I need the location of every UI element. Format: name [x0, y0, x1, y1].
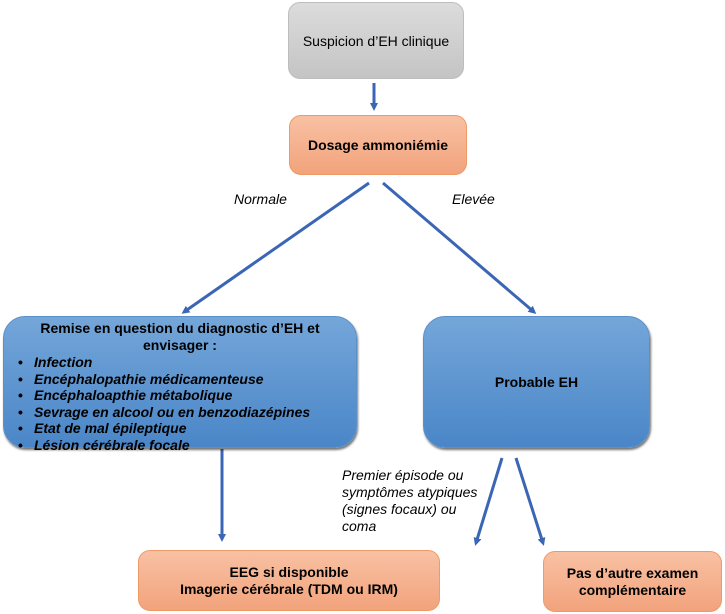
- node-suspicion-label: Suspicion d’EH clinique: [302, 32, 450, 49]
- node-probable-label: Probable EH: [494, 374, 579, 390]
- node-eeg-line2: Imagerie cérébrale (TDM ou IRM): [180, 580, 398, 597]
- list-item: Encéphalopathie médicamenteuse: [4, 371, 310, 388]
- list-item: Etat de mal épileptique: [4, 420, 310, 437]
- list-item: Sevrage en alcool ou en benzodiazépines: [4, 404, 310, 421]
- arrow-elevee: [382, 181, 537, 314]
- arrow-probable-to-pas: [514, 457, 546, 546]
- arrow-normale: [181, 181, 370, 314]
- list-item: Encéphaloapthie métabolique: [4, 387, 310, 404]
- node-pas-autre-examen: Pas d’autre examen complémentaire: [543, 551, 722, 612]
- edge-label-elevee: Elevée: [452, 191, 495, 207]
- node-suspicion: Suspicion d’EH clinique: [288, 2, 464, 79]
- list-item: Lésion cérébrale focale: [4, 437, 310, 454]
- node-pas-line2: complémentaire: [578, 581, 687, 598]
- node-eeg-line1: EEG si disponible: [229, 563, 349, 580]
- node-remise-title: Remise en question du diagnostic d’EH et…: [40, 320, 320, 353]
- node-probable-eh: Probable EH: [423, 316, 650, 448]
- node-dosage-label: Dosage ammoniémie: [307, 137, 449, 153]
- node-remise-en-question: Remise en question du diagnostic d’EH et…: [3, 316, 357, 453]
- node-eeg-imagerie: EEG si disponible Imagerie cérébrale (TD…: [138, 550, 440, 611]
- edge-label-normale: Normale: [234, 191, 287, 207]
- edge-label-premier-episode: Premier épisode ou symptômes atypiques (…: [342, 467, 478, 534]
- arrow-probable-to-eeg: [473, 457, 504, 546]
- node-pas-line1: Pas d’autre examen: [566, 564, 699, 581]
- node-dosage: Dosage ammoniémie: [289, 115, 467, 175]
- differential-list: Infection Encéphalopathie médicamenteuse…: [4, 354, 310, 453]
- list-item: Infection: [4, 354, 310, 371]
